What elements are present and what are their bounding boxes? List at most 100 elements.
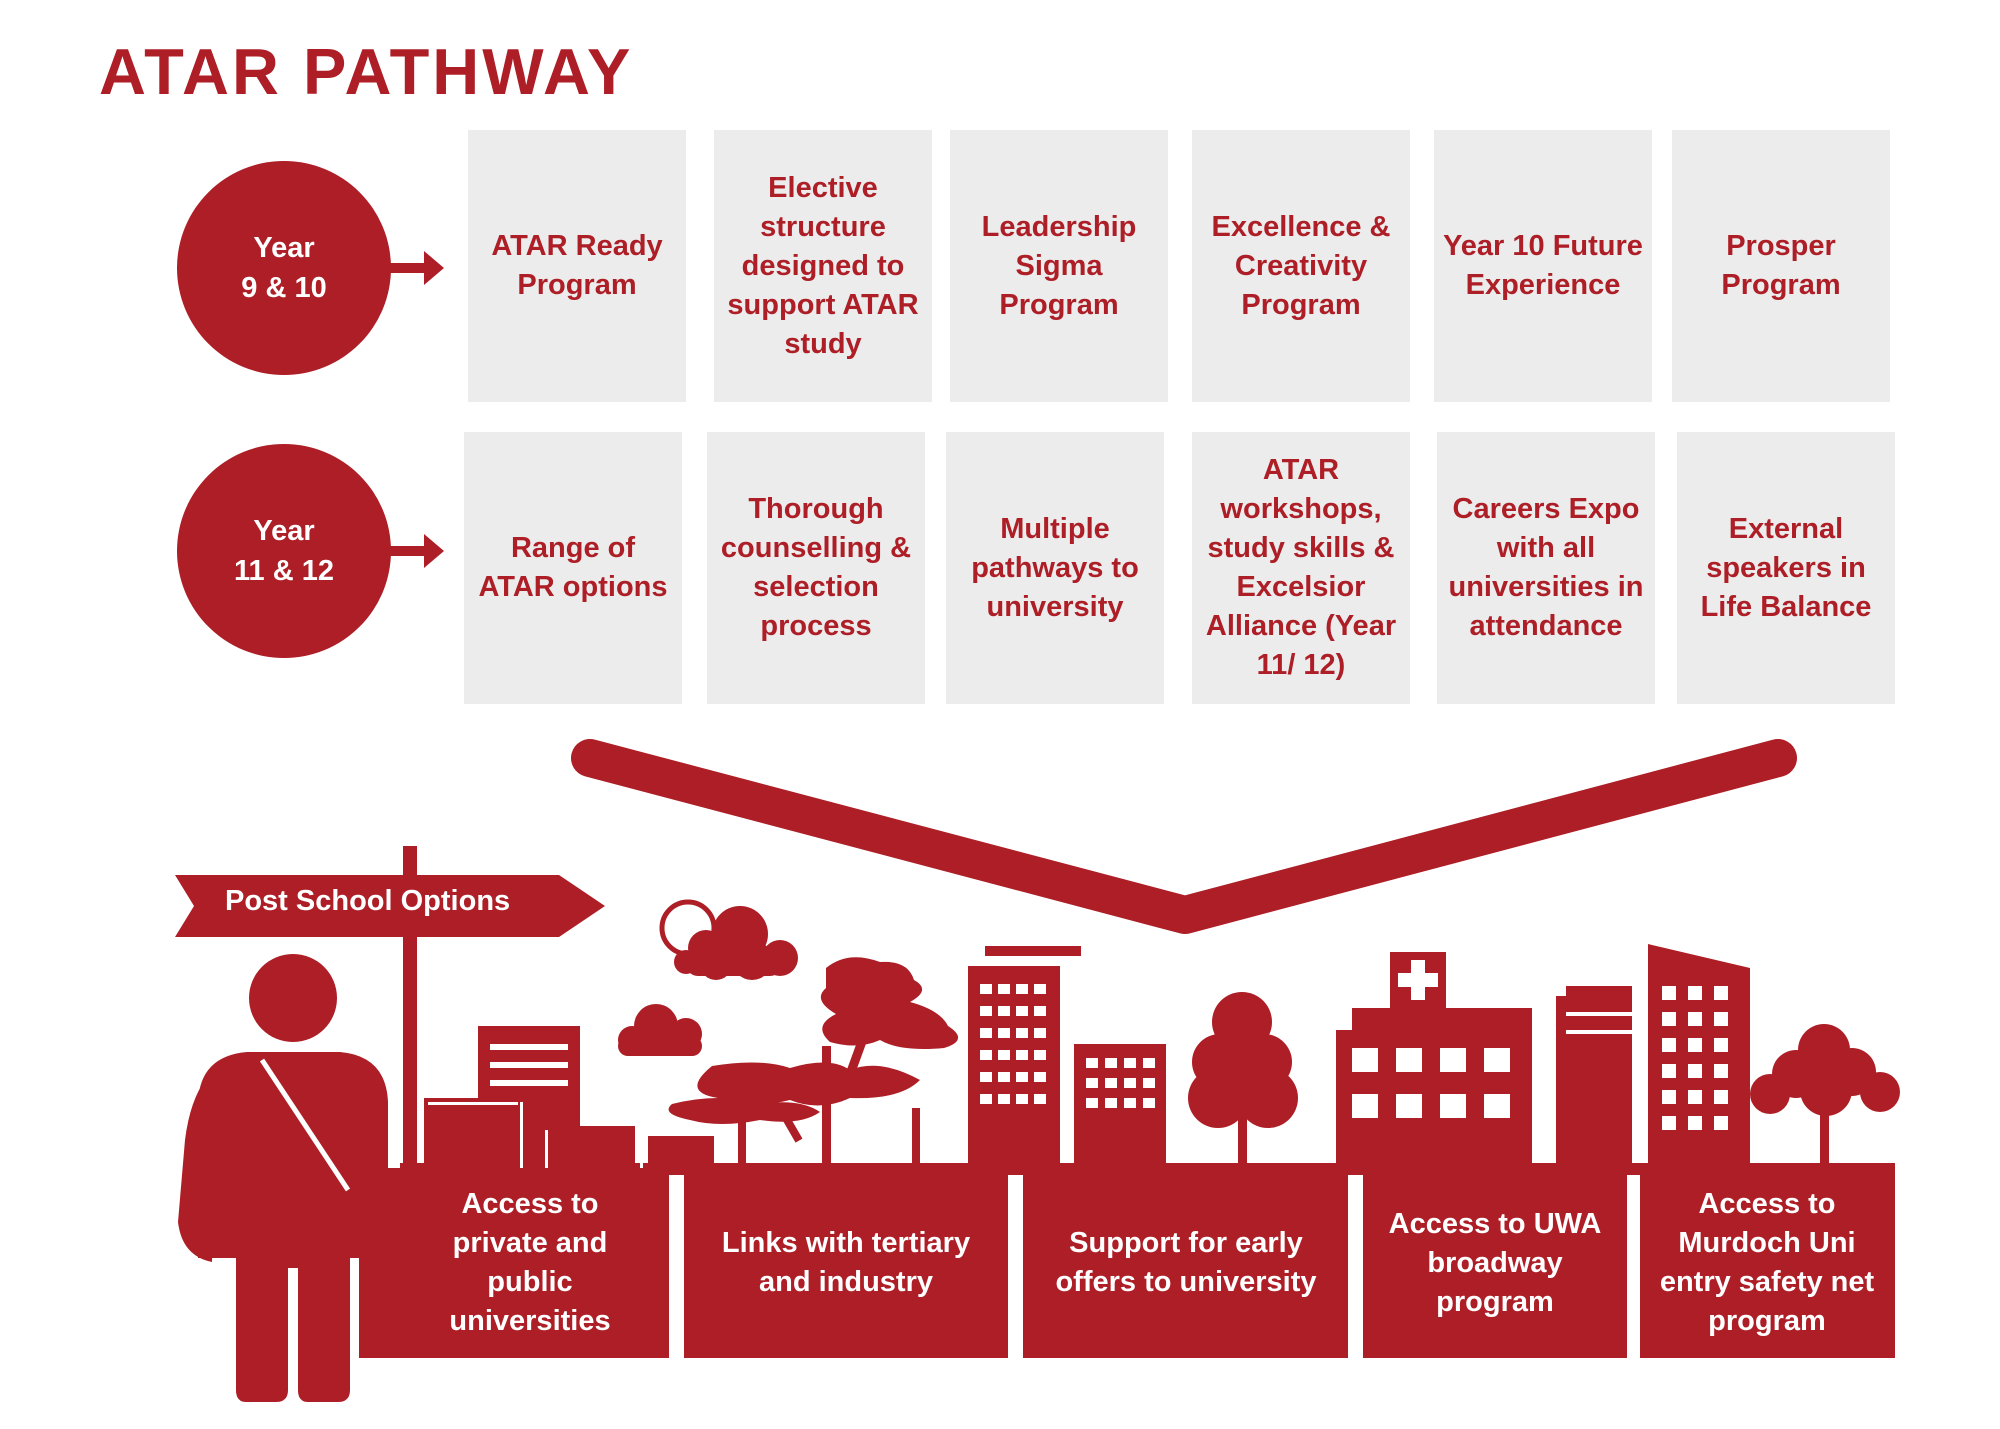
window [1662, 1038, 1676, 1052]
window [1034, 1094, 1046, 1104]
window [1086, 1078, 1098, 1088]
program-box: Excellence & Creativity Program [1192, 130, 1410, 402]
tree-icon [1188, 992, 1298, 1170]
window [1688, 1116, 1702, 1130]
window [998, 984, 1010, 994]
window [980, 1094, 992, 1104]
signpost-icon [175, 846, 605, 1176]
window [980, 1050, 992, 1060]
window [1662, 1116, 1676, 1130]
window [1105, 1078, 1117, 1088]
window [1016, 1072, 1028, 1082]
window [1688, 1012, 1702, 1026]
window [998, 1028, 1010, 1038]
window [1086, 1058, 1098, 1068]
year-range: 9 & 10 [241, 272, 327, 304]
window [1016, 1094, 1028, 1104]
year-11-12-circle: Year 11 & 12 [177, 444, 391, 658]
windows [980, 984, 1046, 1104]
program-box: ATAR Ready Program [468, 130, 686, 402]
tree-icon [668, 957, 959, 1170]
window [998, 1094, 1010, 1104]
window [1688, 986, 1702, 1000]
window [1352, 1048, 1378, 1072]
merge-arrow-icon [571, 739, 1797, 934]
program-box: ATAR workshops, study skills & Excelsior… [1192, 432, 1410, 704]
window [1714, 1038, 1728, 1052]
program-box: Elective structure designed to support A… [714, 130, 932, 402]
window [1143, 1078, 1155, 1088]
post-school-option: Access to private and public universitie… [449, 1188, 611, 1337]
window [1105, 1098, 1117, 1108]
window [1143, 1058, 1155, 1068]
window [1714, 1064, 1728, 1078]
program-box: Thorough counselling & selection process [707, 432, 925, 704]
window [1688, 1090, 1702, 1104]
window [1484, 1094, 1510, 1118]
window [1016, 1006, 1028, 1016]
window [1034, 1072, 1046, 1082]
window [998, 1050, 1010, 1060]
window [1714, 1012, 1728, 1026]
program-box: Range of ATAR options [464, 432, 682, 704]
program-box: Year 10 Future Experience [1434, 130, 1652, 402]
program-box: Multiple pathways to university [946, 432, 1164, 704]
building-icon [1556, 986, 1632, 1171]
window [1688, 1038, 1702, 1052]
window [1352, 1094, 1378, 1118]
window [1124, 1058, 1136, 1068]
program-box: Careers Expo with all universities in at… [1437, 432, 1655, 704]
cloud-icon [618, 1004, 702, 1056]
building-icon [424, 1026, 714, 1171]
window [1016, 1028, 1028, 1038]
window [1662, 1012, 1676, 1026]
window [1484, 1048, 1510, 1072]
window [1662, 1090, 1676, 1104]
window [1440, 1094, 1466, 1118]
window [1124, 1078, 1136, 1088]
window [980, 1028, 992, 1038]
window [980, 984, 992, 994]
student-icon [178, 954, 388, 1402]
program-box: External speakers in Life Balance [1677, 432, 1895, 704]
window [1688, 1064, 1702, 1078]
cloud-icon [659, 899, 798, 980]
window [1143, 1098, 1155, 1108]
window [1105, 1058, 1117, 1068]
window [1396, 1094, 1422, 1118]
year-label: Year [253, 515, 315, 547]
window [998, 1006, 1010, 1016]
window [1714, 1090, 1728, 1104]
window [998, 1072, 1010, 1082]
window [1016, 984, 1028, 994]
tree-icon [1750, 1024, 1900, 1170]
window [1662, 986, 1676, 1000]
window [1396, 1048, 1422, 1072]
year-range: 11 & 12 [234, 555, 334, 587]
post-school-option: Links with tertiary and industry [721, 1227, 971, 1298]
window [1714, 1116, 1728, 1130]
window [1016, 1050, 1028, 1060]
window [1124, 1098, 1136, 1108]
window [1440, 1048, 1466, 1072]
program-box: Prosper Program [1672, 130, 1890, 402]
building-icon [968, 946, 1081, 1171]
page-title: ATAR PATHWAY [99, 35, 634, 108]
window [1034, 1028, 1046, 1038]
window [1662, 1064, 1676, 1078]
window [1086, 1098, 1098, 1108]
year-9-10-circle: Year 9 & 10 [177, 161, 391, 375]
window [1034, 1050, 1046, 1060]
window [1034, 1006, 1046, 1016]
program-box: Leadership Sigma Program [950, 130, 1168, 402]
year-label: Year [253, 232, 315, 264]
window [980, 1006, 992, 1016]
post-school-option: Access to UWA broadway program [1388, 1207, 1602, 1318]
arrow-right-icon [390, 534, 444, 568]
window [980, 1072, 992, 1082]
post-school-option: Access to Murdoch Uni entry safety net p… [1659, 1188, 1875, 1337]
window [1714, 986, 1728, 1000]
arrow-right-icon [390, 251, 444, 285]
building-icon [1648, 944, 1750, 1171]
